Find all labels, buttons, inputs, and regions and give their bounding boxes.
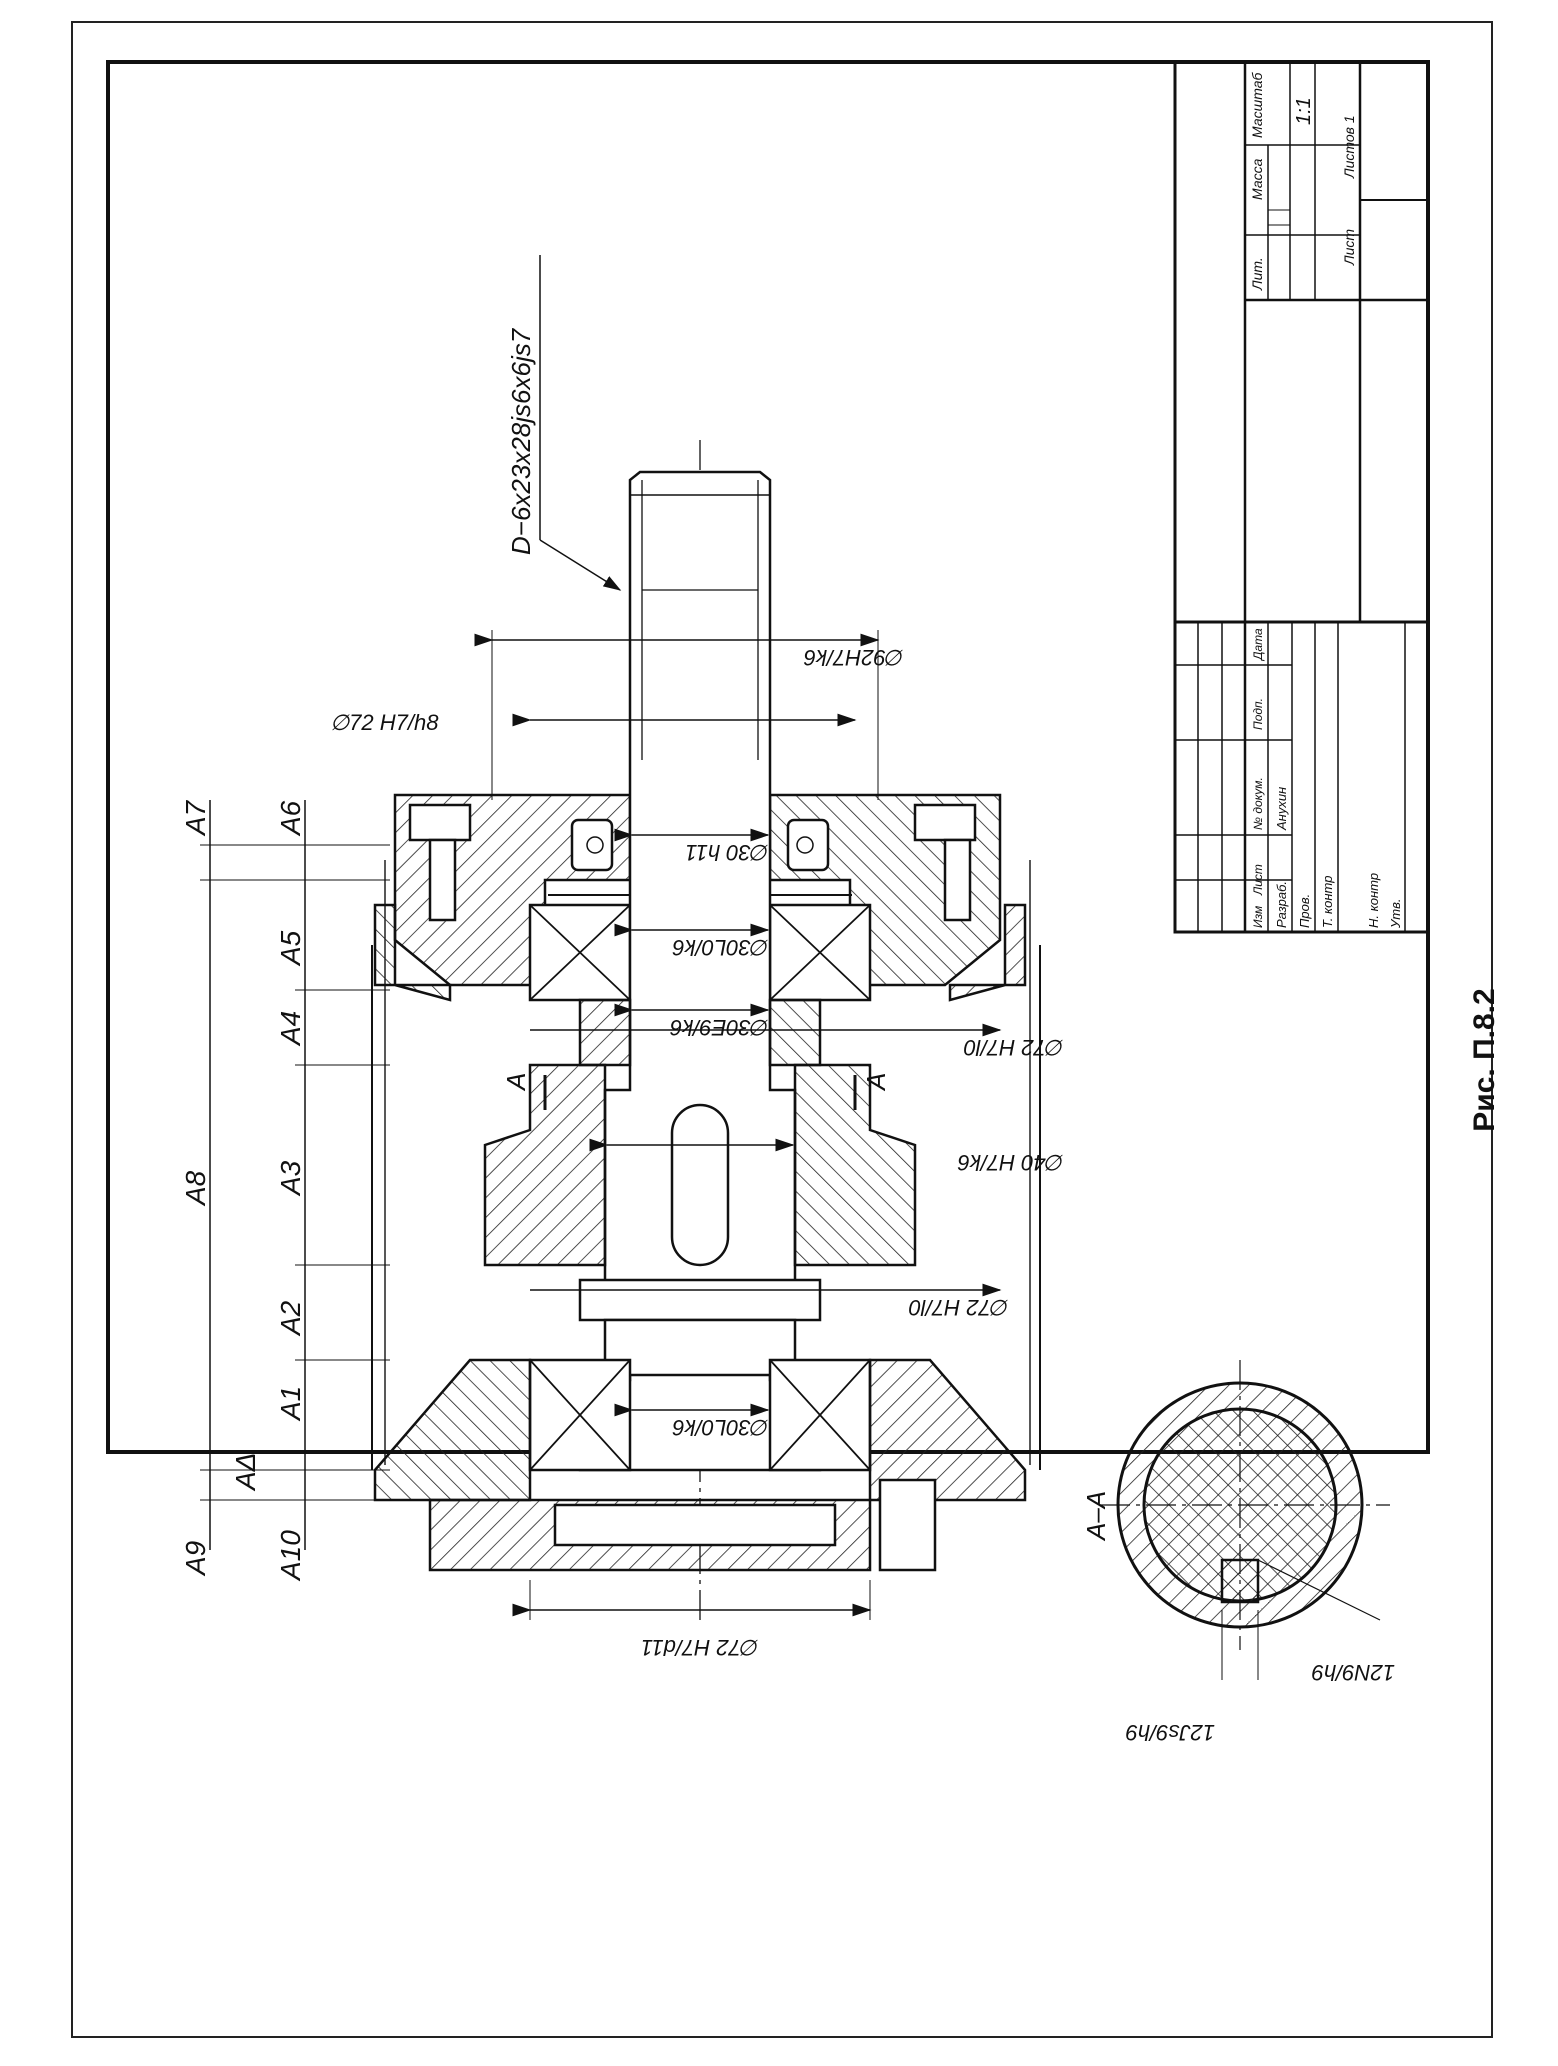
- section-mark-left: A: [501, 1073, 531, 1092]
- scale-value: 1:1: [1293, 97, 1315, 125]
- fit-cap-bottom: ∅72 H7/d11: [641, 1635, 760, 1660]
- dimension-chain-labels: A7 A6 A5 A4 A8 A3 A2 A1 AΔ A9 A10: [180, 799, 306, 1582]
- dim-a8: A8: [180, 1170, 211, 1207]
- bearing-top: [528, 894, 872, 1002]
- col-izm: Изм: [1251, 906, 1265, 928]
- fit-labels: ∅92H7/k6 ∅72 H7/h8 ∅30 h11 ∅30L0/k6 ∅30E…: [330, 645, 1065, 1660]
- shaft-spline-end: [628, 470, 772, 760]
- dim-a2: A2: [275, 1300, 306, 1337]
- row-tkontr: Т. контр: [1320, 876, 1335, 928]
- title-block: [1173, 60, 1430, 934]
- dim-a5: A5: [275, 930, 306, 967]
- section-a-a: A–A 12Js9/h9 12N9/h9: [1081, 1360, 1395, 1745]
- sheet-label: Лист: [1341, 229, 1357, 266]
- dim-adelta: AΔ: [230, 1453, 261, 1492]
- col-list: Лист: [1251, 864, 1265, 896]
- developer-name: Анухин: [1274, 787, 1289, 831]
- spline-label: D−6x23x28js6x6js7: [506, 327, 536, 555]
- bottom-spacer: [578, 1278, 822, 1377]
- fit-housing-top: ∅72 H7/l0: [963, 1035, 1065, 1060]
- housing-top: [373, 903, 1027, 1002]
- header-mass: Масса: [1249, 158, 1265, 200]
- header-scale: Масштаб: [1249, 71, 1265, 138]
- dim-a9: A9: [180, 1541, 211, 1577]
- section-marks: A A: [501, 1073, 891, 1110]
- section-title: A–A: [1081, 1491, 1111, 1542]
- fit-bearing-top: ∅30L0/k6: [672, 935, 770, 960]
- sheets-label: Листов 1: [1341, 115, 1357, 179]
- dim-a3: A3: [275, 1160, 306, 1197]
- row-prov: Пров.: [1297, 894, 1312, 928]
- dim-a10: A10: [275, 1530, 306, 1582]
- top-cover: [393, 793, 1002, 987]
- row-razrab: Разраб.: [1274, 881, 1289, 928]
- figure-caption: Рис. П.8.2: [1468, 988, 1501, 1132]
- fit-gear: ∅40 H7/k6: [957, 1150, 1065, 1175]
- row-nkontr: Н. контр: [1366, 873, 1381, 928]
- title-block-text: Лит. Масса Масштаб 1:1 Лист Листов 1 Изм…: [1249, 71, 1403, 929]
- dim-a7: A7: [180, 799, 211, 837]
- bottom-cap: [428, 1478, 937, 1572]
- fit-seal-shaft: ∅30 h11: [685, 840, 770, 865]
- dimension-chain: [200, 800, 390, 1550]
- section-mark-right: A: [861, 1073, 891, 1092]
- dim-a1: A1: [275, 1386, 306, 1422]
- header-lit: Лит.: [1249, 257, 1265, 291]
- dim-a4: A4: [275, 1011, 306, 1047]
- fit-cover-bore: ∅72 H7/h8: [330, 710, 439, 735]
- dimension-lines: [474, 630, 1002, 1620]
- gear: [483, 1063, 917, 1267]
- dim-a6: A6: [275, 800, 306, 837]
- key-slot: [670, 1103, 730, 1267]
- spline-leader: D−6x23x28js6x6js7: [506, 255, 622, 591]
- col-sign: Подп.: [1251, 698, 1265, 730]
- row-utv: Утв.: [1388, 898, 1403, 929]
- outer-border: [71, 21, 1493, 2038]
- col-date: Дата: [1251, 628, 1265, 662]
- fit-sleeve-top: ∅30E9/k6: [669, 1015, 770, 1040]
- fit-key-shaft: 12N9/h9: [1312, 1660, 1395, 1685]
- fit-housing-bottom: ∅72 H7/l0: [908, 1295, 1010, 1320]
- fit-bearing-bottom: ∅30L0/k6: [672, 1415, 770, 1440]
- col-doc: № докум.: [1251, 777, 1265, 830]
- fit-top-outer: ∅92H7/k6: [803, 645, 905, 670]
- fit-key-hub: 12Js9/h9: [1126, 1720, 1215, 1745]
- housing-bottom: [373, 1358, 1027, 1502]
